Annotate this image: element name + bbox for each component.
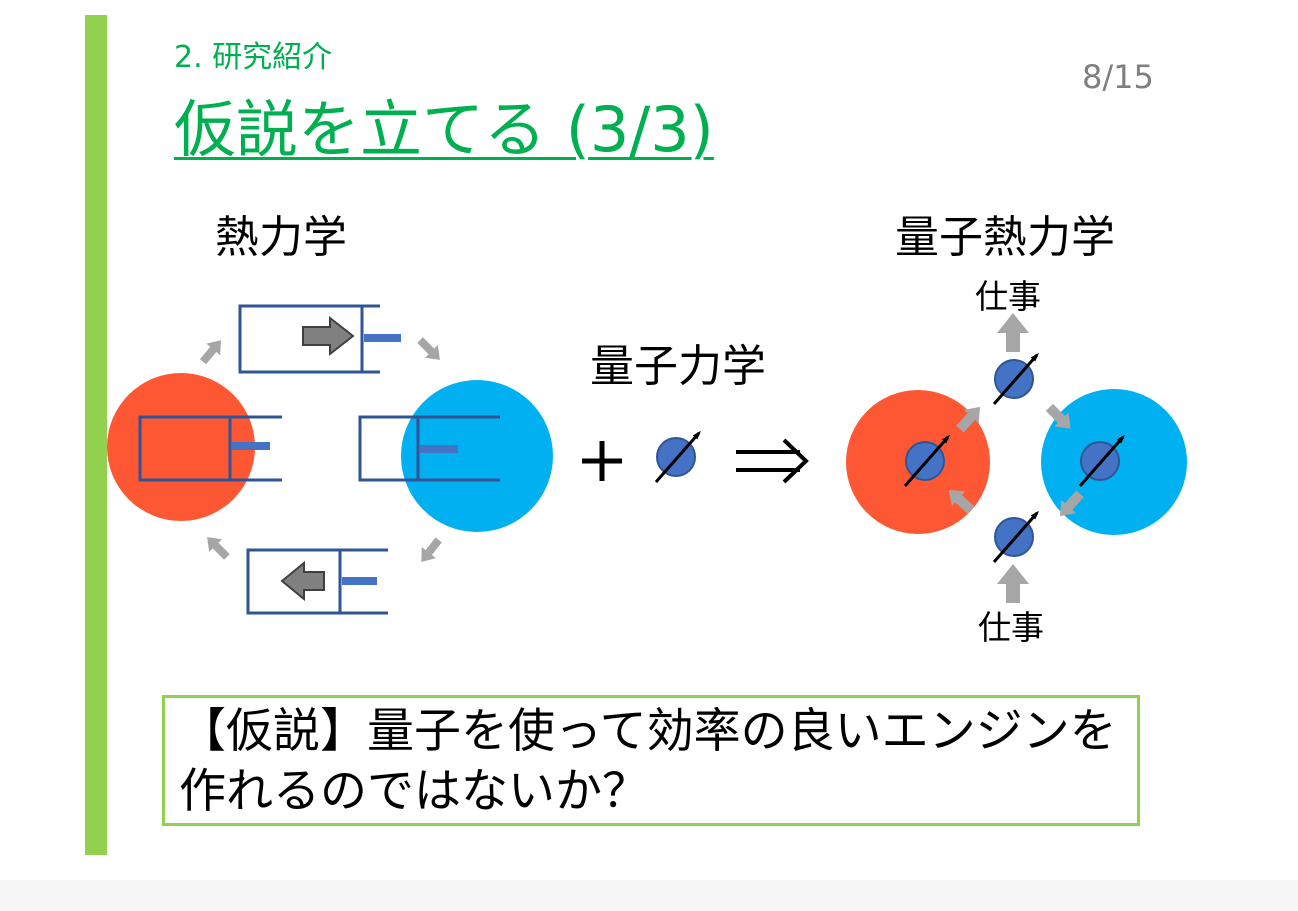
- piston-rod-cold: [420, 445, 458, 453]
- implies-arrow-icon: [736, 438, 809, 484]
- spin-icon: [654, 430, 701, 483]
- cycle-arrow-icon: [421, 537, 442, 563]
- cycle-arrow-icon: [207, 537, 230, 560]
- piston-rod-top: [364, 334, 401, 342]
- accent-bar: [85, 15, 107, 855]
- cycle-arrow-icon: [1059, 490, 1084, 517]
- hypothesis-box: 【仮説】量子を使って効率の良いエンジンを作れるのではないか？: [162, 695, 1140, 826]
- page-number: 8/15: [1082, 58, 1154, 96]
- cylinder-hot: [138, 415, 282, 482]
- spin-icon: [992, 510, 1039, 563]
- cycle-arrow-icon: [417, 337, 440, 360]
- cycle-arrow-icon: [956, 406, 981, 433]
- left-arrow-icon: [280, 560, 325, 602]
- cylinder-bottom: [246, 548, 388, 615]
- piston-rod-bottom: [342, 577, 377, 585]
- cold-reservoir: [401, 380, 553, 532]
- quantum-mechanics-label: 量子力学: [590, 341, 766, 392]
- cycle-arrow-icon: [1045, 403, 1071, 429]
- cylinder-cold: [358, 415, 500, 482]
- work-arrow-up-icon: [997, 313, 1029, 352]
- work-label-bottom: 仕事: [978, 608, 1044, 647]
- cylinder-top: [238, 304, 380, 374]
- right-arrow-icon: [302, 315, 355, 357]
- hypothesis-text: 【仮説】量子を使って効率の良いエンジンを作れるのではないか？: [179, 704, 1117, 819]
- section-label: 2. 研究紹介: [174, 40, 333, 75]
- bottom-strip: [0, 880, 1298, 911]
- spin-icon: [1078, 434, 1125, 487]
- spin-icon: [903, 434, 950, 487]
- engine-diagram: [107, 304, 1187, 615]
- thermodynamics-label: 熱力学: [215, 212, 347, 263]
- slide-title: 仮説を立てる (3/3): [174, 93, 714, 166]
- spin-icon: [992, 352, 1039, 405]
- work-arrow-up-icon: [997, 564, 1029, 603]
- cycle-arrow-icon: [948, 489, 975, 514]
- work-label-top: 仕事: [975, 277, 1041, 316]
- plus-icon: [582, 441, 622, 481]
- cycle-arrow-icon: [199, 340, 221, 365]
- hot-reservoir: [107, 373, 255, 521]
- quantum-thermodynamics-label: 量子熱力学: [895, 212, 1115, 263]
- piston-rod-hot: [232, 442, 270, 450]
